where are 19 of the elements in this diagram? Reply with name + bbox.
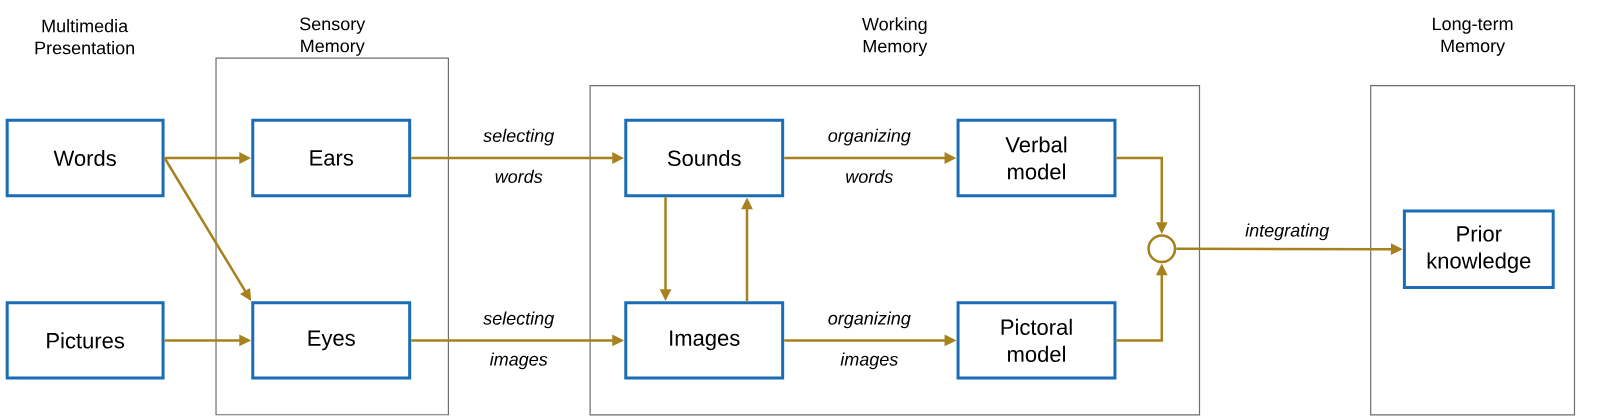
process-box: Words <box>5 118 165 198</box>
node-label: Sensory Memory <box>300 17 366 56</box>
process-box: Verbal model <box>956 118 1117 198</box>
edge-label: integrating <box>1245 223 1330 241</box>
edge-label: selecting images <box>483 311 555 370</box>
edge-label: organizing words <box>828 128 911 183</box>
process-box: Images <box>624 301 785 380</box>
edge-label: organizing images <box>828 311 911 370</box>
node-label: Long-term Memory <box>1433 17 1513 56</box>
process-box: Pictoral model <box>956 301 1117 380</box>
process-box: Sounds <box>624 118 785 198</box>
process-box: Prior knowledge <box>1402 209 1555 289</box>
edge-label: selecting words <box>483 128 555 183</box>
column-heading: Multimedia Presentation <box>35 19 134 55</box>
process-box: Pictures <box>5 301 165 380</box>
process-box: Ears <box>251 118 412 198</box>
junction-circle <box>1147 234 1177 264</box>
node-label: Working Memory <box>862 17 928 57</box>
process-box: Eyes <box>251 301 412 380</box>
